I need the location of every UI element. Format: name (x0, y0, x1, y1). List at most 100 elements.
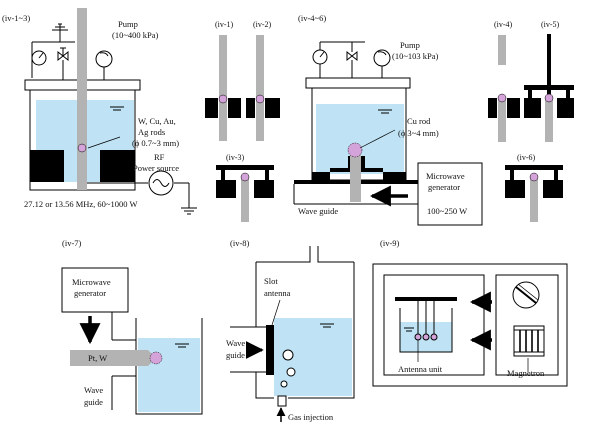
rf-source-icon (148, 170, 174, 196)
rod-through (219, 98, 227, 118)
post-left (221, 170, 225, 180)
mw-generator-line1: Microwave (426, 171, 465, 181)
cu-rod-label-line1: Cu rod (407, 116, 431, 126)
panel-iv-7: (iv-7) Microwave generator Pt, W Wave gu… (61, 238, 203, 415)
waveguide-label-line1: Wave (226, 338, 245, 348)
electrode-label: Pt, W (88, 353, 107, 363)
post-right (554, 170, 558, 180)
post-right (566, 90, 570, 98)
panel-tag: (iv-5) (541, 20, 560, 29)
electrode-rod (70, 350, 156, 366)
cu-rod-label-line2: (ϕ 3~4 mm) (398, 128, 439, 138)
ground-symbol-top (52, 23, 68, 42)
rf-label-line2: Power source (133, 163, 179, 173)
waveguide (230, 326, 266, 373)
panel-iv-9: (iv-9) Antenna unit (372, 238, 568, 387)
panel-iv-6: (iv-6) (505, 153, 563, 222)
vessel-wall (255, 262, 355, 399)
pressure-gauge (31, 50, 47, 66)
plasma-spot (544, 93, 554, 103)
rods-label-line2: Ag rods (138, 127, 165, 137)
antenna-wires (417, 301, 435, 334)
valve (346, 50, 358, 62)
rod (498, 98, 506, 142)
gas-injection-label: Gas injection (288, 412, 334, 422)
vessel-top (256, 246, 354, 263)
slot-antenna-line1: Slot (264, 276, 278, 286)
panel-tag: (iv-8) (230, 238, 250, 248)
rod-pointer (359, 129, 396, 149)
rf-circuit (87, 182, 197, 215)
water-surface-mark (320, 323, 334, 328)
plasma-spot (240, 172, 250, 182)
beaker (399, 308, 453, 353)
mw-generator-line1: Microwave (72, 277, 111, 287)
plasma-spot (347, 142, 363, 158)
waveguide-label: Wave guide (298, 206, 338, 216)
slot-antenna-plate (266, 325, 274, 375)
center-wire (547, 34, 551, 98)
plasma-spot (77, 143, 87, 153)
microwave-generator-box (61, 267, 129, 313)
panel-tag: (iv-9) (380, 238, 400, 248)
microwave-generator-box (417, 162, 483, 226)
panel-iv-4-6: (iv-4~6) Pump (10~103 kPa) (293, 13, 483, 226)
water-surface-mark (110, 106, 124, 111)
rods-label-line1: W, Cu, Au, (138, 116, 176, 126)
rod (241, 176, 249, 222)
magnetron-label: Magnetron (507, 368, 545, 378)
cu-rod (350, 150, 361, 202)
panel-iv-2: (iv-2) (246, 20, 280, 141)
rod-through (256, 98, 264, 118)
gas-bubbles (280, 349, 296, 388)
plasma-spot (218, 94, 228, 104)
antenna-plate (395, 297, 457, 301)
rod (256, 35, 264, 141)
waveguide (111, 312, 136, 410)
mw-generator-line2: generator (74, 288, 106, 298)
pump-label: Pump (400, 40, 420, 50)
valve (57, 47, 69, 62)
water-surface-mark (175, 343, 189, 348)
pump-icon (373, 49, 391, 78)
mw-generator-line2: generator (428, 182, 460, 192)
top-plate (505, 165, 563, 170)
panel-iv-1: (iv-1) (205, 20, 241, 141)
rods-label-line3: (ϕ 0.7~3 mm) (132, 138, 179, 148)
rf-label-line1: RF (154, 152, 165, 162)
water-fill (138, 338, 200, 412)
fan-icon (512, 281, 540, 309)
upper-rod (77, 8, 87, 150)
rods-pointer (87, 136, 121, 149)
water-surface-mark (378, 109, 392, 114)
panel-iv-4: (iv-4) (488, 20, 520, 142)
top-plate (524, 85, 574, 90)
post-left (528, 90, 532, 98)
rod-upper (498, 35, 506, 65)
top-plate (216, 165, 274, 170)
frequency-label: 27.12 or 13.56 MHz, 60~1000 W (24, 199, 138, 209)
plasma-spot (529, 172, 539, 182)
post-left (510, 170, 514, 180)
pump-icon (95, 50, 113, 80)
magnetron-icon (513, 325, 545, 357)
post-right (265, 170, 269, 180)
rod (545, 96, 553, 142)
mw-power-label: 100~250 W (427, 206, 467, 216)
rod (530, 176, 538, 222)
water-surface-mark (404, 327, 414, 332)
panel-iv-3: (iv-3) (216, 153, 274, 222)
waveguide-label-line1: Wave (84, 385, 103, 395)
panel-tag: (iv-4~6) (298, 13, 326, 23)
panel-tag: (iv-2) (253, 20, 272, 29)
panel-tag: (iv-6) (517, 153, 536, 162)
pressure-gauge (312, 49, 328, 65)
panel-tag: (iv-3) (226, 153, 245, 162)
antenna-unit-label: Antenna unit (398, 364, 443, 374)
plasma-spot (255, 94, 265, 104)
panel-tag: (iv-7) (62, 238, 82, 248)
plasma-spot (497, 93, 507, 103)
lower-rod (77, 148, 87, 190)
